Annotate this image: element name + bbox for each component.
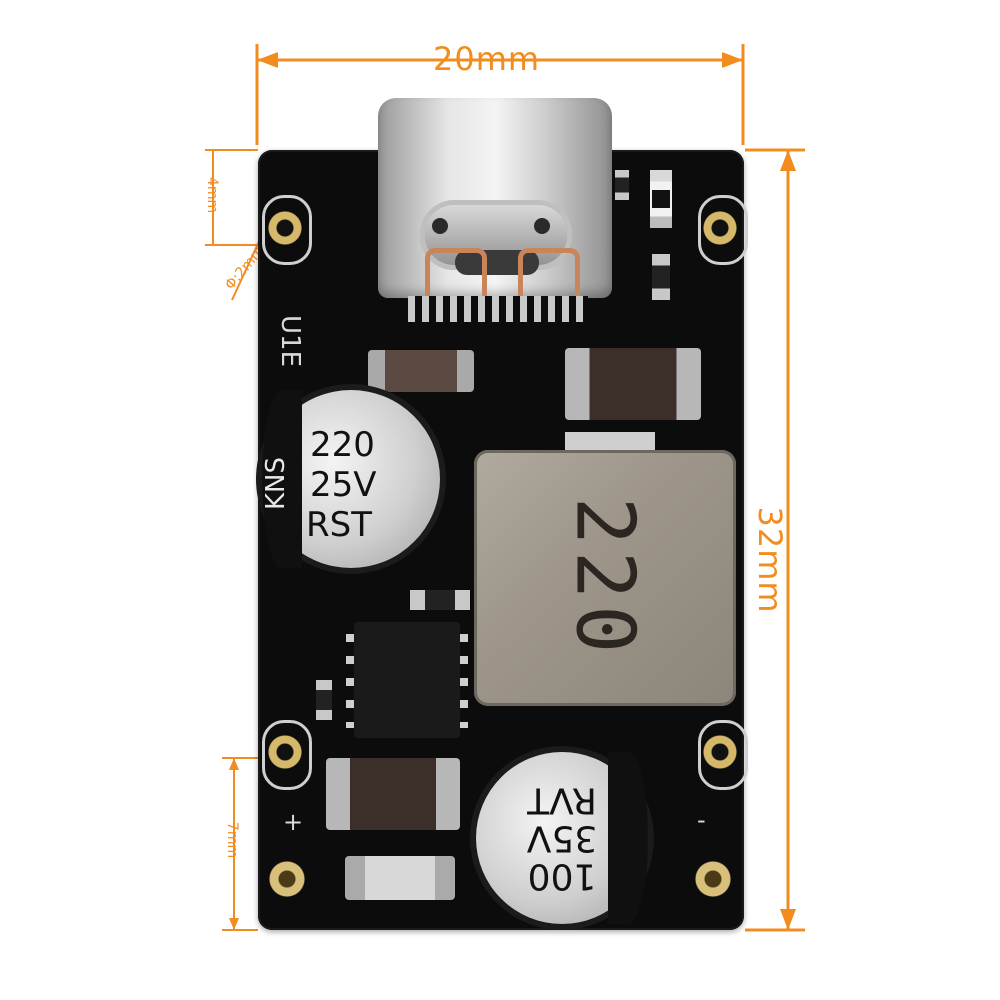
- capacitor-left-line1: 220: [310, 425, 375, 465]
- width-label: 20mm: [433, 40, 541, 78]
- pad-top-right: [700, 200, 740, 256]
- pad-bottom-left: [265, 724, 305, 780]
- pad-minus: [694, 860, 732, 898]
- smd-resistor: [316, 680, 332, 720]
- inductor-pad: [565, 432, 655, 454]
- usb-c-shield-tab: [518, 248, 580, 303]
- smd-capacitor: [368, 350, 474, 392]
- smd-capacitor: [565, 348, 701, 420]
- plus-marking: +: [283, 808, 304, 836]
- usb-c-shield-tab: [425, 248, 487, 303]
- smd-resistor: [652, 254, 670, 300]
- smd-resistor: [615, 170, 629, 200]
- top-hole-offset-label: 4mm: [204, 176, 220, 214]
- capacitor-bottom-text: 100 35V RVT: [526, 780, 598, 897]
- capacitor-polarity-band: [262, 390, 302, 568]
- capacitor-left-line2: 25V: [310, 465, 377, 505]
- height-label: 32mm: [751, 506, 789, 614]
- usb-c-rivet: [534, 218, 550, 234]
- notch-top-right: [698, 195, 748, 265]
- controller-ic: [354, 622, 460, 738]
- ic-pins-left: [346, 634, 354, 728]
- capacitor-left-line3: RST: [306, 505, 372, 545]
- notch-top-left: [262, 195, 312, 265]
- pad-top-left: [265, 200, 305, 256]
- inductor-marking: 220: [558, 496, 652, 660]
- board-label: U1E: [275, 315, 305, 367]
- smd-resistor: [410, 590, 470, 610]
- pad-bottom-right: [700, 724, 740, 780]
- smd-diode: [345, 856, 455, 900]
- capacitor-brand: KNS: [261, 456, 291, 510]
- notch-bottom-right: [698, 720, 748, 790]
- usb-c-pins: [408, 296, 588, 322]
- ic-pins-right: [460, 634, 468, 728]
- led-marker: [652, 190, 670, 208]
- bottom-offset-label: 7mm: [224, 821, 240, 859]
- capacitor-bottom-line2: 35V: [526, 817, 598, 859]
- power-inductor: [474, 450, 736, 706]
- notch-bottom-left: [262, 720, 312, 790]
- smd-capacitor: [326, 758, 460, 830]
- minus-marking: -: [697, 806, 706, 834]
- usb-c-rivet: [432, 218, 448, 234]
- capacitor-bottom-line1: 100: [527, 855, 597, 897]
- pad-plus: [268, 860, 306, 898]
- capacitor-bottom-line3: RVT: [527, 780, 597, 822]
- capacitor-polarity-band: [608, 752, 648, 924]
